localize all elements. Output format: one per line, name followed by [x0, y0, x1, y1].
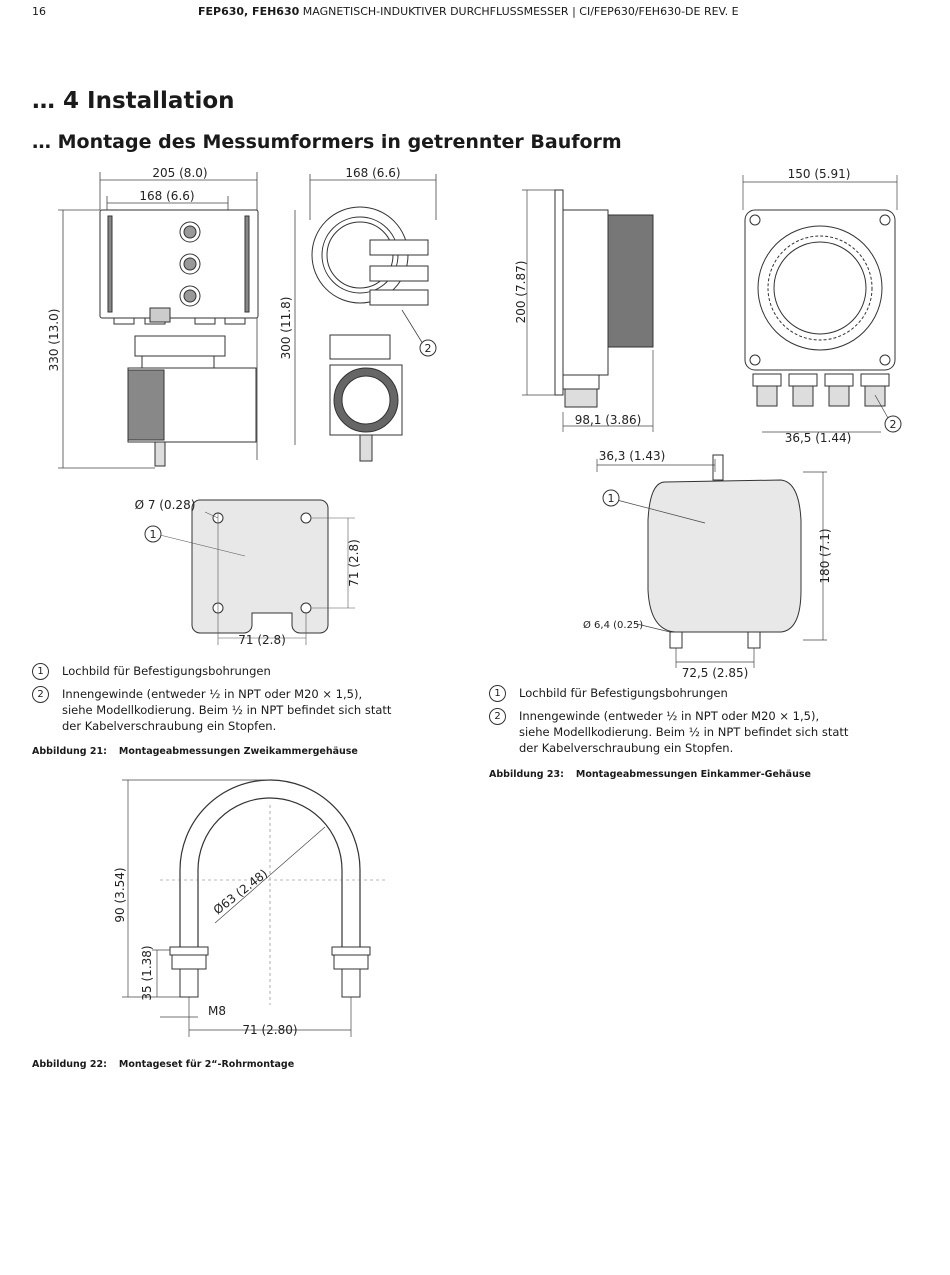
legend-text: Lochbild für Befestigungsbohrungen: [519, 686, 728, 700]
fig21-dim-hole-spacing-h: 71 (2.8): [238, 633, 286, 647]
section-title: … 4 Installation: [32, 88, 235, 114]
caption-label: Abbildung 23:: [489, 769, 564, 780]
legend-text: Innengewinde (entweder ½ in NPT oder M20…: [519, 709, 849, 755]
legend-number: 1: [489, 685, 506, 702]
legend-item: 1 Lochbild für Befestigungsbohrungen: [489, 685, 849, 702]
fig21-dim-height-overall: 330 (13.0): [47, 309, 61, 372]
fig22-dim-thread: M8: [208, 1004, 226, 1018]
fig23-dim-width-front: 150 (5.91): [788, 167, 851, 181]
page-number: 16: [32, 5, 46, 18]
fig23-dim-hole-width: 72,5 (2.85): [682, 666, 749, 680]
running-header-product: FEP630, FEH630: [198, 5, 300, 18]
running-header-rest: MAGNETISCH-INDUKTIVER DURCHFLUSSMESSER |…: [299, 5, 739, 18]
legend-item: 1 Lochbild für Befestigungsbohrungen: [32, 663, 392, 680]
running-header: FEP630, FEH630 MAGNETISCH-INDUKTIVER DUR…: [198, 5, 739, 18]
fig22-caption: Abbildung 22: Montageset für 2“-Rohrmonta…: [32, 1059, 294, 1070]
fig21-marker-1: 1: [150, 528, 157, 541]
fig22-dim-spacing: 71 (2.80): [242, 1023, 297, 1037]
fig23-legend: 1 Lochbild für Befestigungsbohrungen 2 Inn…: [489, 685, 849, 762]
legend-text: Innengewinde (entweder ½ in NPT oder M20…: [62, 687, 392, 733]
legend-text: Lochbild für Befestigungsbohrungen: [62, 664, 271, 678]
legend-number: 2: [32, 686, 49, 703]
subsection-title: … Montage des Messumformers in getrennte…: [32, 131, 622, 153]
fig23-dim-depth: 98,1 (3.86): [575, 413, 642, 427]
figure-22-drawing: 90 (3.54) 35 (1.38) Ø63 (2.48) M8 71 (2.…: [113, 779, 385, 1037]
fig22-dim-height-overall: 90 (3.54): [113, 867, 127, 922]
legend-number: 1: [32, 663, 49, 680]
caption-label: Abbildung 21:: [32, 746, 107, 757]
fig22-dim-diameter: Ø63 (2.48): [211, 866, 271, 917]
figure-23-drawing: 2 1 200 (7.87) 98,1 (3.86) 150 (5.91) 36…: [514, 167, 902, 680]
fig21-caption: Abbildung 21: Montageabmessungen Zweikamm…: [32, 746, 358, 757]
fig21-dim-width-side: 168 (6.6): [345, 166, 400, 180]
fig23-dim-offset-top: 36,3 (1.43): [599, 449, 666, 463]
fig23-dim-hole-height: 180 (7.1): [818, 528, 832, 583]
fig21-legend: 1 Lochbild für Befestigungsbohrungen 2 Inn…: [32, 663, 392, 740]
legend-item: 2 Innengewinde (entweder ½ in NPT oder M2…: [489, 708, 849, 756]
fig21-dim-width-housing: 168 (6.6): [139, 189, 194, 203]
fig21-marker-2: 2: [425, 342, 432, 355]
fig23-marker-1: 1: [608, 492, 615, 505]
fig23-dim-hole-diameter: Ø 6,4 (0.25): [583, 619, 643, 631]
fig23-dim-height-side: 200 (7.87): [514, 261, 528, 324]
fig21-dim-hole-diameter: Ø 7 (0.28): [135, 498, 196, 512]
fig22-dim-height-thread: 35 (1.38): [140, 945, 154, 1000]
legend-number: 2: [489, 708, 506, 725]
fig21-dim-hole-spacing-v: 71 (2.8): [347, 539, 361, 587]
fig21-dim-height-side: 300 (11.8): [279, 297, 293, 360]
caption-text: Montageabmessungen Einkammer-Gehäuse: [575, 769, 811, 780]
figure-21-drawing: 2 1 205 (8.0) 168 (6.6) 168 (6.6) 330 (1…: [47, 166, 437, 647]
fig23-caption: Abbildung 23: Montageabmessungen Einkamme…: [489, 769, 811, 780]
caption-text: Montageabmessungen Zweikammergehäuse: [118, 746, 358, 757]
caption-text: Montageset für 2“-Rohrmontage: [118, 1059, 295, 1070]
caption-label: Abbildung 22:: [32, 1059, 107, 1070]
fig23-marker-2: 2: [890, 418, 897, 431]
legend-item: 2 Innengewinde (entweder ½ in NPT oder M2…: [32, 686, 392, 734]
fig23-dim-gland-spacing: 36,5 (1.44): [785, 431, 852, 445]
fig21-dim-width-overall: 205 (8.0): [152, 166, 207, 180]
